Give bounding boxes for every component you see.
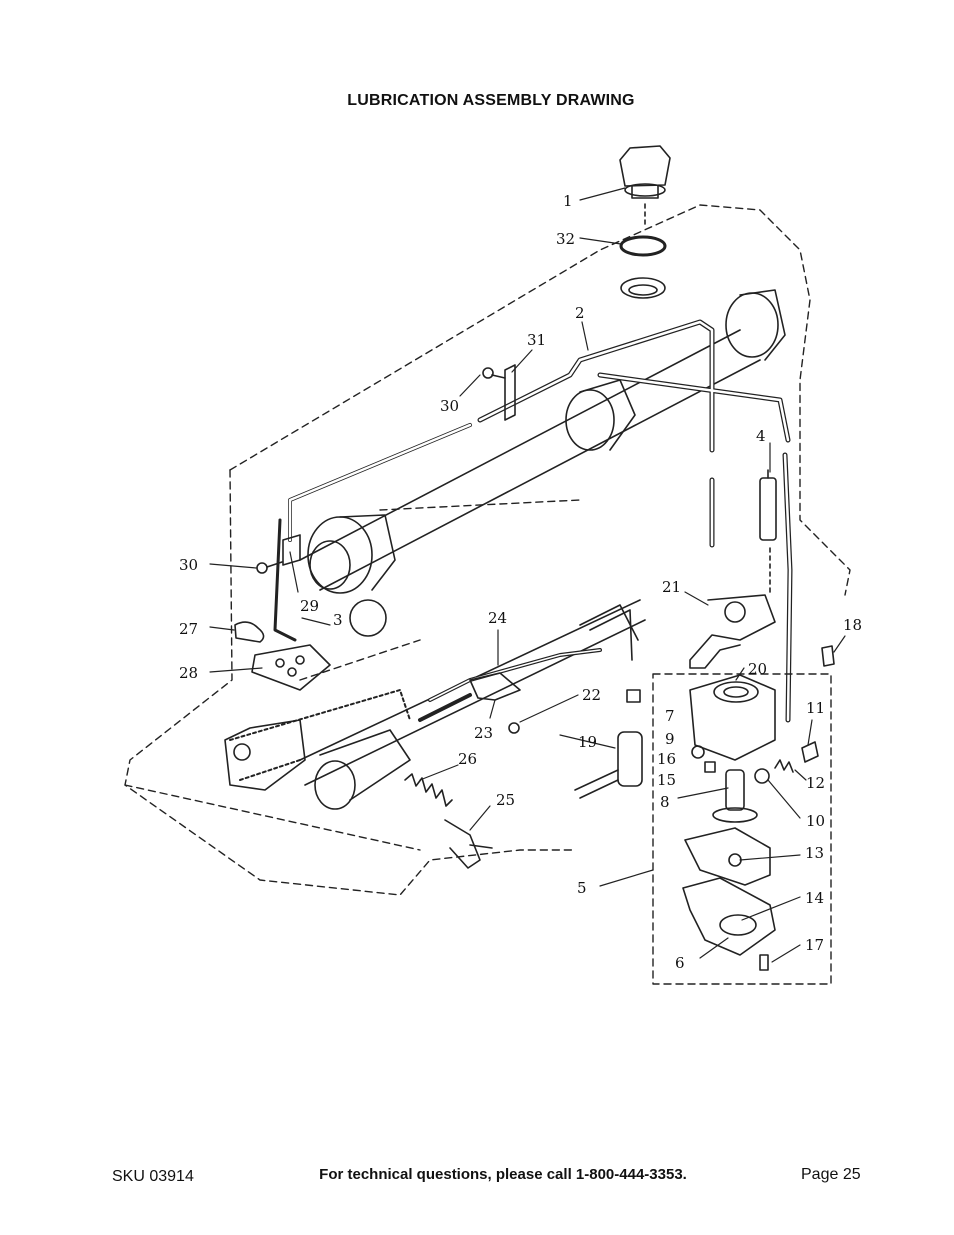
part-label: 30 [440,397,459,415]
screw-17 [759,954,769,971]
part-label: 15 [657,771,676,789]
arm-shaft [299,289,786,594]
part-label: 22 [582,686,601,704]
oil-pin [444,819,493,869]
leader-lines [209,187,846,963]
round-cover [349,599,387,637]
part-label: 6 [675,954,685,972]
page-number: Page 25 [801,1166,861,1183]
felt-tube [759,469,777,593]
clip-screw [508,722,520,734]
hook-assembly [224,719,306,791]
part-label: 28 [179,664,198,682]
pump-assembly-box [652,673,832,985]
technical-help-line: For technical questions, please call 1-8… [319,1166,687,1183]
screw-15 [704,761,716,773]
part-label: 21 [662,578,681,596]
chain [229,689,411,781]
part-label: 13 [805,844,824,862]
part-label: 3 [333,611,343,629]
pump-cover [682,877,776,956]
part-label: 10 [806,812,825,830]
part-label: 12 [806,774,825,792]
screw-18 [821,645,835,667]
tube-clip [469,672,521,701]
washer-16 [691,745,705,759]
part-label: 23 [474,724,493,742]
part-label: 4 [756,427,766,445]
part-label: 20 [748,660,767,678]
part-label: 31 [527,331,546,349]
filler-hole [620,277,666,299]
gasket [684,827,771,886]
ball-10 [754,768,770,784]
part-label: 24 [488,609,507,627]
part-label: 25 [496,791,515,809]
page-title: LUBRICATION ASSEMBLY DRAWING [347,92,635,109]
part-label: 14 [805,889,824,907]
part-label: 27 [179,620,198,638]
machine-body-outline [124,204,851,896]
part-label: 19 [578,733,597,751]
screw-22 [626,689,641,703]
part-labels: 1 32 2 31 30 4 30 29 3 27 28 24 21 18 20… [179,192,862,972]
pump-shaft [712,769,758,823]
part-label: 8 [660,793,670,811]
left-oil-pipe [273,518,297,642]
part-label: 18 [843,616,862,634]
felt [234,621,265,643]
pipe-clip-top [482,364,516,421]
part-label: 16 [657,750,676,768]
o-ring [619,235,667,257]
oil-pipe-19 [574,731,643,799]
spring [404,773,453,807]
oil-cap [619,145,671,199]
part-label: 5 [577,879,587,897]
part-label: 32 [556,230,575,248]
sku-label: SKU 03914 [112,1168,194,1185]
part-label: 11 [806,699,825,717]
oil-plate [251,644,331,691]
screw-11 [801,741,819,763]
part-label: 29 [300,597,319,615]
part-label: 1 [563,192,573,210]
spring-12 [774,759,794,773]
part-label: 26 [458,750,477,768]
part-label: 7 [665,707,675,725]
part-label: 17 [805,936,824,954]
pipe-clip-left [256,534,301,574]
part-label: 9 [665,730,675,748]
pump-bracket [689,594,776,669]
part-label: 2 [575,304,585,322]
part-label: 30 [179,556,198,574]
